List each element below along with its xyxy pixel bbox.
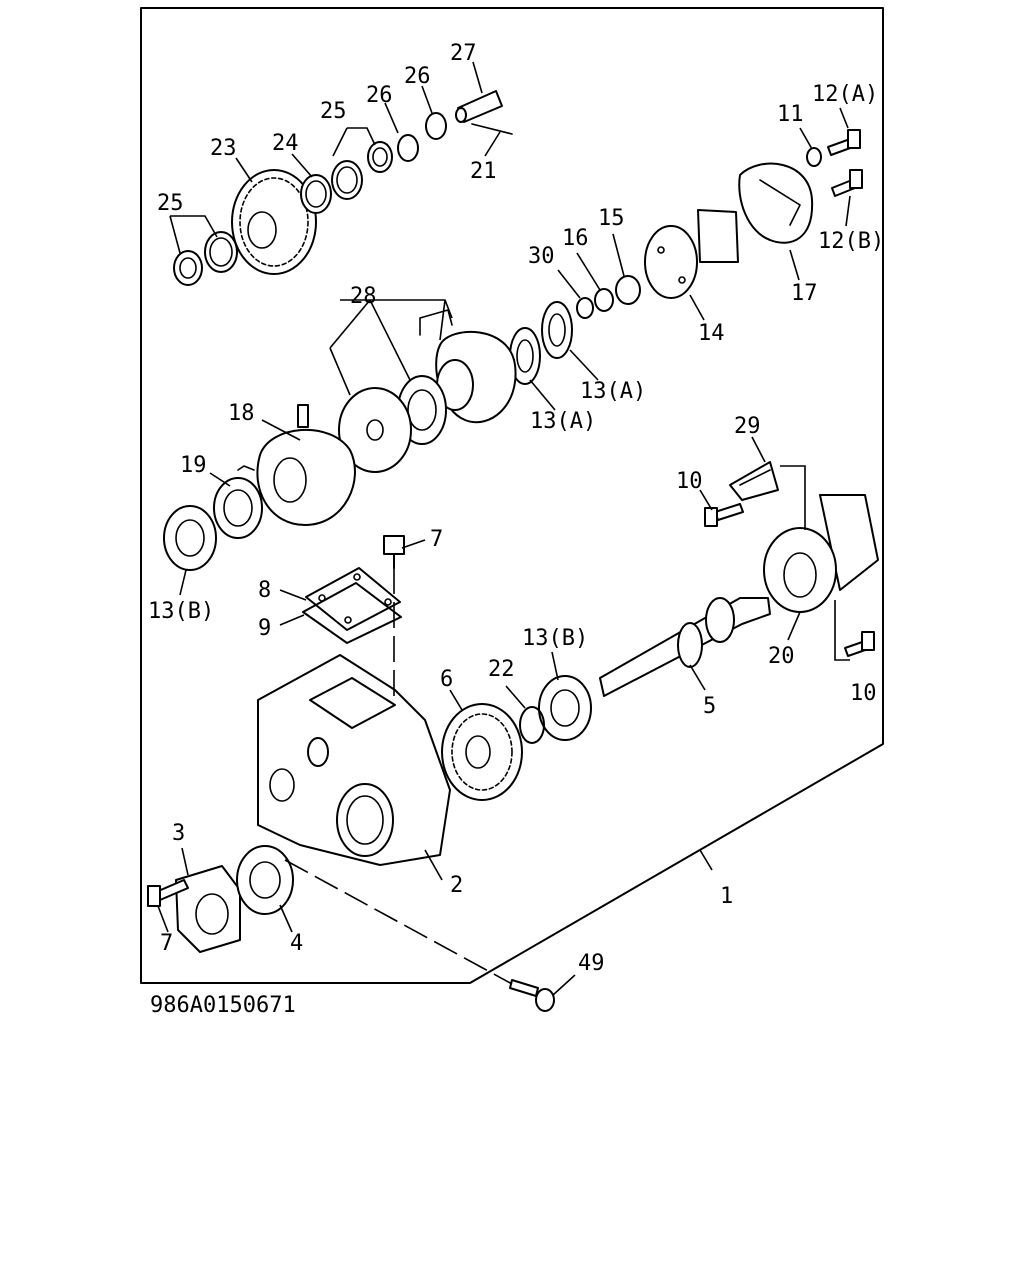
part-8-cover-plate (305, 567, 401, 631)
callout-20: 20 (768, 644, 795, 669)
callout-15: 15 (598, 206, 625, 231)
assembly-frame (140, 7, 884, 984)
leader-lines-lower (157, 539, 713, 996)
part-16-washer (594, 288, 614, 312)
callout-16: 16 (562, 226, 589, 251)
callout-12b: 12(B) (818, 229, 884, 254)
callout-1: 1 (720, 884, 733, 909)
callout-13b-left: 13(B) (148, 599, 214, 624)
callout-9: 9 (258, 616, 271, 641)
leader-lines-right-middle (449, 436, 850, 711)
part-23-helical-gear (231, 169, 317, 275)
part-27-shaft (455, 90, 503, 123)
callout-17: 17 (791, 281, 818, 306)
callout-7-lower: 7 (160, 931, 173, 956)
part-4-bearing (236, 845, 294, 915)
part-3-cover (175, 865, 241, 953)
callout-30: 30 (528, 244, 555, 269)
leader-lines-upper (169, 61, 501, 254)
callout-4: 4 (290, 931, 303, 956)
part-15-nut (615, 275, 641, 305)
callout-22: 22 (488, 657, 515, 682)
part-22-snap-ring (519, 706, 545, 744)
callout-3: 3 (172, 821, 185, 846)
part-24-race (300, 174, 332, 214)
leader-lines-right-upper (557, 107, 851, 321)
figure-code: 986A0150671 (150, 993, 296, 1018)
part-6-bevel-gear (441, 703, 523, 801)
part-10-bolt-upper (704, 503, 744, 527)
callout-2: 2 (450, 873, 463, 898)
part-18-clutch-body (237, 404, 356, 526)
callout-49: 49 (578, 951, 605, 976)
callout-6: 6 (440, 667, 453, 692)
callout-13a-right: 13(A) (580, 379, 646, 404)
callout-13a-left: 13(A) (530, 409, 596, 434)
part-29-lockplate (729, 461, 779, 501)
part-12b-bolt (831, 169, 863, 197)
callout-14: 14 (698, 321, 725, 346)
part-12a-bolt (827, 129, 861, 156)
part-49-centerline (284, 859, 513, 985)
part-11-nut (806, 147, 822, 167)
part-13b-bearing-right (538, 675, 592, 741)
part-13a-bearings (509, 301, 573, 385)
callout-26-lower: 26 (366, 83, 393, 108)
part-25-bearing-right (331, 141, 393, 200)
callout-23: 23 (210, 136, 237, 161)
callout-13b-right: 13(B) (522, 626, 588, 651)
part-20-housing (763, 494, 879, 613)
callout-24: 24 (272, 131, 299, 156)
part-49-bolt (509, 979, 555, 1012)
callout-12a: 12(A) (812, 82, 878, 107)
callout-11: 11 (777, 102, 804, 127)
part-28-clutch-assembly (338, 309, 517, 473)
part-17-cover (738, 162, 814, 244)
callout-28: 28 (350, 284, 377, 309)
part-14-flange-housing (644, 209, 739, 299)
part-2-gear-case (257, 654, 451, 866)
callout-19: 19 (180, 453, 207, 478)
part-7-bolt-upper (383, 535, 405, 569)
part-30-washer (576, 297, 594, 319)
part-13b-bearing-left (163, 505, 217, 571)
callout-29: 29 (734, 414, 761, 439)
leader-lines-middle (179, 299, 599, 596)
callout-5: 5 (703, 694, 716, 719)
part-9-gasket (302, 582, 402, 644)
callout-8: 8 (258, 578, 271, 603)
callout-21: 21 (470, 159, 497, 184)
callout-25-lower: 25 (157, 191, 184, 216)
part-5-shaft (599, 597, 771, 697)
part-25-bearing-left (173, 231, 238, 286)
callout-18: 18 (228, 401, 255, 426)
callout-27: 27 (450, 41, 477, 66)
part-19-bearing (213, 477, 263, 539)
part-10-bolt-lower (844, 631, 875, 657)
callout-25-upper: 25 (320, 99, 347, 124)
callout-10-upper: 10 (676, 469, 703, 494)
callout-26-upper: 26 (404, 64, 431, 89)
callout-7-upper: 7 (430, 527, 443, 552)
part-26-rings (397, 112, 447, 162)
part-21-pin (471, 123, 513, 135)
part-7-bolt-lower (147, 879, 189, 907)
callout-10-lower: 10 (850, 681, 877, 706)
